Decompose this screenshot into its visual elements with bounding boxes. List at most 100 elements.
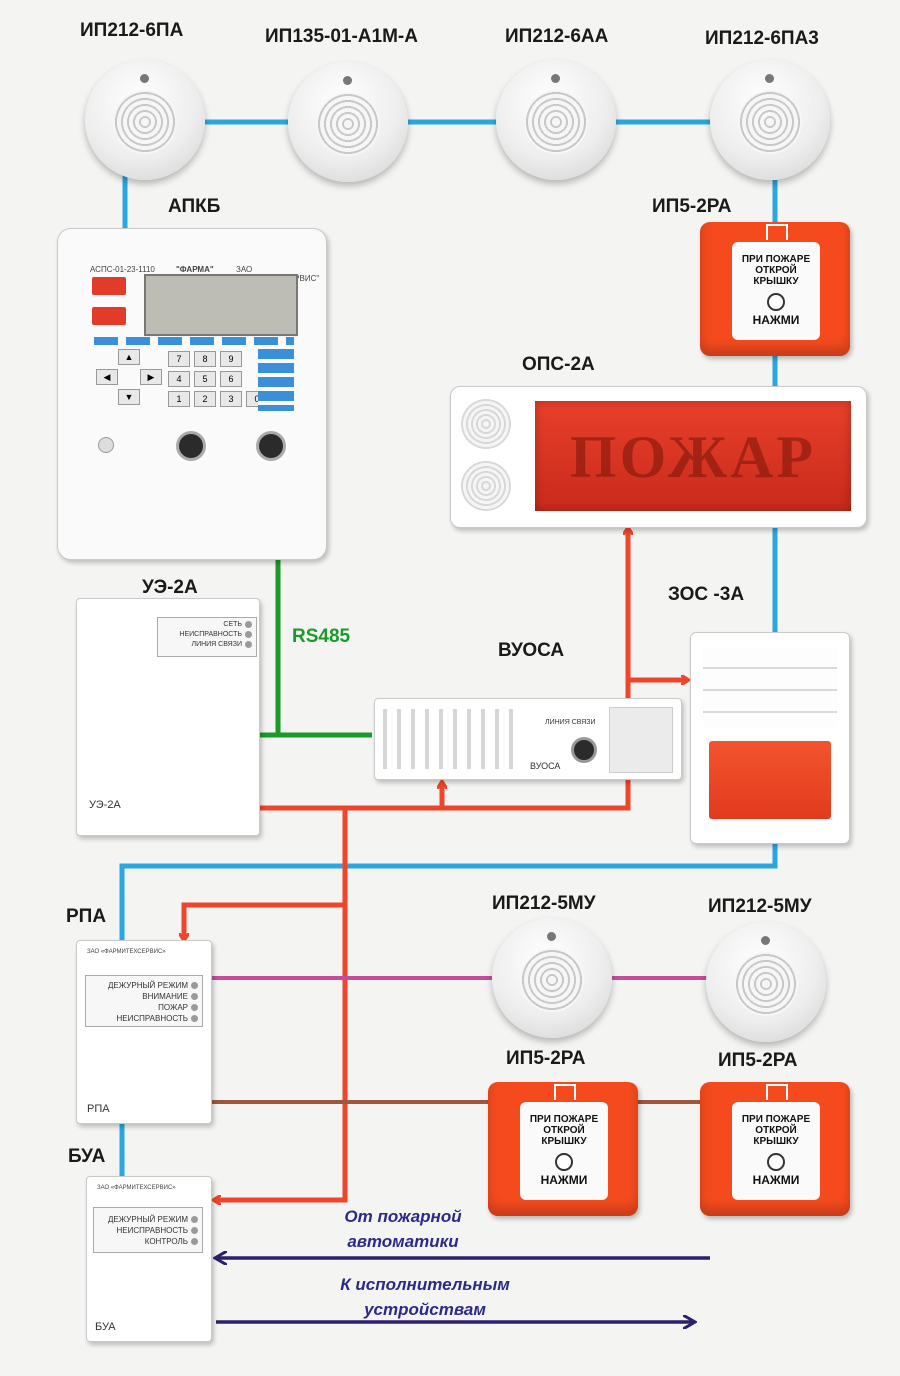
vuosa-leds <box>383 709 515 769</box>
arrow-up-icon[interactable]: ▲ <box>118 349 140 365</box>
led-icon <box>245 620 252 628</box>
logo-icon <box>554 1084 576 1100</box>
ue-label: УЭ-2А <box>142 577 198 598</box>
apkb-label: АПКБ <box>168 196 221 217</box>
bua-unit: ЗАО «ФАРМИТЕХСЕРВИС» ДЕЖУРНЫЙ РЕЖИМ НЕИС… <box>86 1176 212 1342</box>
mode-keys[interactable] <box>258 349 294 411</box>
led-icon <box>191 993 198 1001</box>
reset-button[interactable] <box>571 737 597 763</box>
lcd-display <box>144 274 298 336</box>
detector-label-3: ИП212-6АА <box>505 26 609 47</box>
buzzer-icon <box>98 437 114 453</box>
ue-indicator-2: НЕИСПРАВНОСТЬ <box>162 630 252 640</box>
apkb-brand: "ФАРМА" <box>176 265 214 274</box>
key-5[interactable]: 5 <box>194 371 216 387</box>
bua-indicator-2: НЕИСПРАВНОСТЬ <box>98 1225 198 1236</box>
detector-label-6: ИП212-5МУ <box>708 896 812 917</box>
led-icon <box>191 1227 198 1235</box>
vuosa-name: ВУОСА <box>530 761 561 771</box>
bua-maker: ЗАО «ФАРМИТЕХСЕРВИС» <box>97 1185 176 1191</box>
key-9[interactable]: 9 <box>220 351 242 367</box>
rpa-label: РПА <box>66 906 107 927</box>
rpa-indicator-3: ПОЖАР <box>90 1002 198 1013</box>
speaker-grille-icon <box>703 647 837 727</box>
arrow-keys[interactable]: ▲ ◀ ▶ ▼ <box>94 347 164 413</box>
ue-unit: СЕТЬ НЕИСПРАВНОСТЬ ЛИНИЯ СВЯЗИ УЭ-2А <box>76 598 260 836</box>
ue-indicator-panel: СЕТЬ НЕИСПРАВНОСТЬ ЛИНИЯ СВЯЗИ <box>157 617 257 657</box>
ue-indicator-3: ЛИНИЯ СВЯЗИ <box>162 640 252 650</box>
led-icon <box>191 1238 198 1246</box>
smoke-detector-6 <box>706 922 826 1042</box>
arrow-right-icon[interactable]: ▶ <box>140 369 162 385</box>
bua-indicator-1: ДЕЖУРНЫЙ РЕЖИМ <box>98 1214 198 1225</box>
led-icon <box>191 1004 198 1012</box>
arrow-left-icon[interactable]: ◀ <box>96 369 118 385</box>
rpa-unit: ЗАО «ФАРМИТЕХСЕРВИС» ДЕЖУРНЫЙ РЕЖИМ ВНИМ… <box>76 940 212 1124</box>
push-button-icon <box>555 1153 573 1171</box>
detector-label-2: ИП135-01-А1М-А <box>265 26 418 47</box>
led-icon <box>245 640 252 648</box>
led-icon <box>245 630 252 638</box>
logo-icon <box>766 224 788 240</box>
mcp-text-2: ОТКРОЙ <box>755 265 797 276</box>
detector-label-1: ИП212-6ПА <box>80 20 184 41</box>
vuosa-unit: ЛИНИЯ СВЯЗИ ВУОСА <box>374 698 682 780</box>
manual-call-point-2[interactable]: ПРИ ПОЖАРЕ ОТКРОЙ КРЫШКУ НАЖМИ <box>700 1082 850 1216</box>
smoke-detector-3 <box>496 60 616 180</box>
key-4[interactable]: 4 <box>168 371 190 387</box>
ue-name: УЭ-2А <box>89 799 121 811</box>
mcp-text-1: ПРИ ПОЖАРЕ <box>741 254 811 265</box>
rpa-name: РПА <box>87 1103 110 1115</box>
rpa-maker: ЗАО «ФАРМИТЕХСЕРВИС» <box>87 949 166 955</box>
led-icon <box>191 982 198 990</box>
mcp-push-text: НАЖМИ <box>752 313 800 327</box>
alarm-control-lines <box>184 528 688 1200</box>
arrow-down-icon[interactable]: ▼ <box>118 389 140 405</box>
led-icon <box>191 1216 198 1224</box>
rs485-label: RS485 <box>292 626 351 647</box>
caption-to-devices: К исполнительным устройствам <box>340 1275 510 1319</box>
key-7[interactable]: 7 <box>168 351 190 367</box>
key-3[interactable]: 3 <box>220 391 242 407</box>
fire-display: ПОЖАР <box>535 401 851 511</box>
rpa-indicator-4: НЕИСПРАВНОСТЬ <box>90 1013 198 1024</box>
bua-indicator-panel: ДЕЖУРНЫЙ РЕЖИМ НЕИСПРАВНОСТЬ КОНТРОЛЬ <box>93 1207 203 1253</box>
flash-lamp <box>709 741 831 819</box>
push-button-icon <box>767 293 785 311</box>
zos-sounder <box>690 632 850 844</box>
manual-call-point-1[interactable]: ПРИ ПОЖАРЕ ОТКРОЙ КРЫШКУ НАЖМИ <box>488 1082 638 1216</box>
function-keys[interactable] <box>94 337 294 345</box>
speaker-icon <box>461 399 511 449</box>
detector-loop-line <box>119 119 778 1178</box>
display-text: ПОЖАР <box>569 424 817 490</box>
key-1[interactable]: 1 <box>168 391 190 407</box>
rs485-line <box>258 560 372 738</box>
rpa-indicator-2: ВНИМАНИЕ <box>90 991 198 1002</box>
ip5-bottom-label-2: ИП5-2РА <box>718 1050 798 1071</box>
apkb-model: АСПС-01-23-1110 <box>90 265 155 274</box>
led-icon <box>191 1015 198 1023</box>
key-6[interactable]: 6 <box>220 371 242 387</box>
bua-label: БУА <box>68 1146 106 1167</box>
numeric-keypad[interactable]: 7 8 9 4 5 6 1 2 3 0 <box>168 349 268 415</box>
logo-icon <box>766 1084 788 1100</box>
zos-label: ЗОС -3А <box>668 584 745 605</box>
mcp-face: ПРИ ПОЖАРЕ ОТКРОЙ КРЫШКУ НАЖМИ <box>732 242 820 340</box>
rpa-indicator-1: ДЕЖУРНЫЙ РЕЖИМ <box>90 980 198 991</box>
smoke-detector-5 <box>492 918 612 1038</box>
key-lock-icon[interactable] <box>256 431 286 461</box>
ip5-top-label: ИП5-2РА <box>652 196 732 217</box>
detector-label-4: ИП212-6ПА3 <box>705 28 819 49</box>
bua-indicator-3: КОНТРОЛЬ <box>98 1236 198 1247</box>
key-8[interactable]: 8 <box>194 351 216 367</box>
reset-button[interactable] <box>176 431 206 461</box>
key-2[interactable]: 2 <box>194 391 216 407</box>
smoke-detector-4 <box>710 60 830 180</box>
detector-label-5: ИП212-5МУ <box>492 893 596 914</box>
push-button-icon <box>767 1153 785 1171</box>
bua-name: БУА <box>95 1321 116 1333</box>
caption-from-automation: От пожарной автоматики <box>344 1207 462 1251</box>
manual-call-point-top[interactable]: ПРИ ПОЖАРЕ ОТКРОЙ КРЫШКУ НАЖМИ <box>700 222 850 356</box>
heat-detector-2 <box>288 62 408 182</box>
